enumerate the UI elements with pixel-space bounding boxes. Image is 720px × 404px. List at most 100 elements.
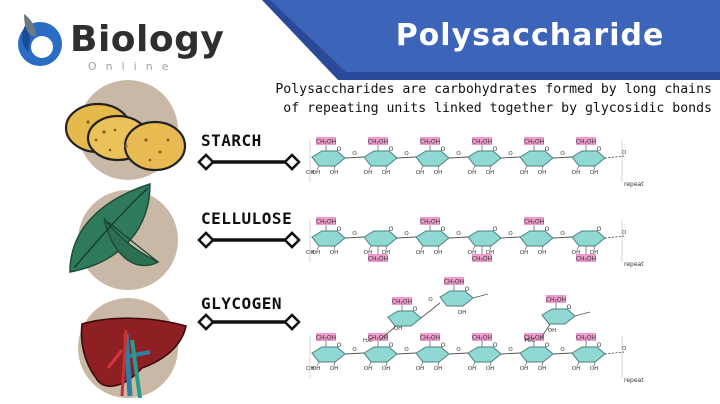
bridge-oxygen: O [404,347,409,353]
hydroxyl-bond [576,245,580,251]
hydroxyl-label: OH [572,170,580,176]
end-oxygen: O [622,150,627,156]
branch-bond [379,325,397,341]
ch2oh-highlight [420,137,440,145]
glucose-ring [439,290,474,307]
hydroxyl-label: OH [520,170,528,176]
hydroxyl-bond [489,361,492,367]
glycosidic-bond [448,156,469,159]
branch-end-bond [574,311,591,317]
hydroxyl-bond [316,361,320,367]
ring-oxygen: O [493,146,498,153]
ring-oxygen: O [545,342,550,349]
hydroxyl-label: OH [434,366,442,372]
glucose-ring [311,150,346,167]
ch2oh-label: CH₂OH [444,279,464,286]
glucose-ring [387,310,422,327]
bridge-oxygen: O [560,231,565,237]
glucose-ring [311,346,346,363]
hydroxyl-bond [316,245,320,251]
ch2oh-label: CH₂OH [472,335,492,342]
glycosidic-bond [448,236,469,239]
hydroxyl-label: OH [468,170,476,176]
hydroxyl-label: OH [486,170,494,176]
ring-oxygen: O [337,146,342,153]
ch2oh-highlight [444,277,464,285]
ch2oh-highlight [472,254,492,262]
hydroxyl-bond [541,165,544,171]
ch2oh-highlight [392,297,412,305]
hydroxyl-label: OH [538,366,546,372]
hydroxyl-label: OH [364,170,372,176]
glycosidic-bond [396,236,417,239]
ring-oxygen: O [337,342,342,349]
glucose-ring [519,150,554,167]
ring-oxygen: O [441,146,446,153]
hydroxyl-bond [368,245,372,251]
ch2oh-label: CH₂OH [472,256,492,263]
ring-oxygen: O [597,342,602,349]
hydroxyl-label: OH [416,366,424,372]
hydroxyl-bond [576,361,580,367]
glucose-ring [311,230,346,247]
glycosidic-bond [500,236,521,239]
ring-oxygen: O [567,304,572,311]
chain-end-bond [604,155,625,159]
ch2oh-highlight [472,137,492,145]
leaf-icon [69,182,178,290]
glucose-ring [363,346,398,363]
chain-end-bond [604,235,625,239]
hydroxyl-bond [385,245,388,251]
hydroxyl-label: OH [572,366,580,372]
hydroxyl-label: OH [416,170,424,176]
hydroxyl-bond [316,165,320,171]
ch2oh-label: CH₂OH [546,297,566,304]
definition-line-1: Polysaccharides are carbohydrates formed… [275,82,712,97]
bridge-oxygen: O [560,347,565,353]
ring-oxygen: O [441,342,446,349]
potato-icon [64,80,187,180]
ch2oh-highlight [576,254,596,262]
hydroxyl-label: OH [416,250,424,256]
logo-mark-icon [18,14,62,66]
glucose-ring [519,346,554,363]
ch2oh-highlight [524,217,544,225]
bridge-oxygen: O [456,151,461,157]
hydroxyl-bond [385,361,388,367]
ch2oh-label: CH₂OH [420,139,440,146]
ch2oh-highlight [524,137,544,145]
ch2oh-label: CH₂OH [524,139,544,146]
glycosidic-bond [344,156,365,159]
methyl-label: H₂C [363,338,373,344]
ring-oxygen: O [465,286,470,293]
ch2oh-highlight [316,217,336,225]
ch2oh-highlight [576,333,596,341]
hydroxyl-label: OH [364,250,372,256]
connector-glycogen [197,313,301,331]
ring-oxygen: O [413,306,418,313]
repeat-label: repeat [624,181,644,188]
branch-end-bond [472,293,489,299]
ch2oh-label: CH₂OH [524,219,544,226]
header-banner [262,0,720,80]
ch2oh-label: CH₂OH [420,219,440,226]
ch2oh-label: CH₂OH [316,139,336,146]
ch2oh-label: CH₂OH [368,139,388,146]
glycosidic-bond [552,156,573,159]
bridge-oxygen: O [352,231,357,237]
hydroxyl-label: OH [364,366,372,372]
hydroxyl-label: OH [590,250,598,256]
hydroxyl-bond [593,165,596,171]
branch-bond [539,323,551,341]
hydroxyl-bond [593,245,596,251]
glucose-ring [519,230,554,247]
hydroxyl-label: OH [394,326,402,332]
glycosidic-bond [500,156,521,159]
hydroxyl-bond [472,245,476,251]
row-label-starch: STARCH [201,131,262,150]
ch2oh-label: CH₂OH [576,256,596,263]
ring-oxygen: O [545,146,550,153]
ch2oh-label: CH₂OH [368,256,388,263]
ring-oxygen: O [545,226,550,233]
